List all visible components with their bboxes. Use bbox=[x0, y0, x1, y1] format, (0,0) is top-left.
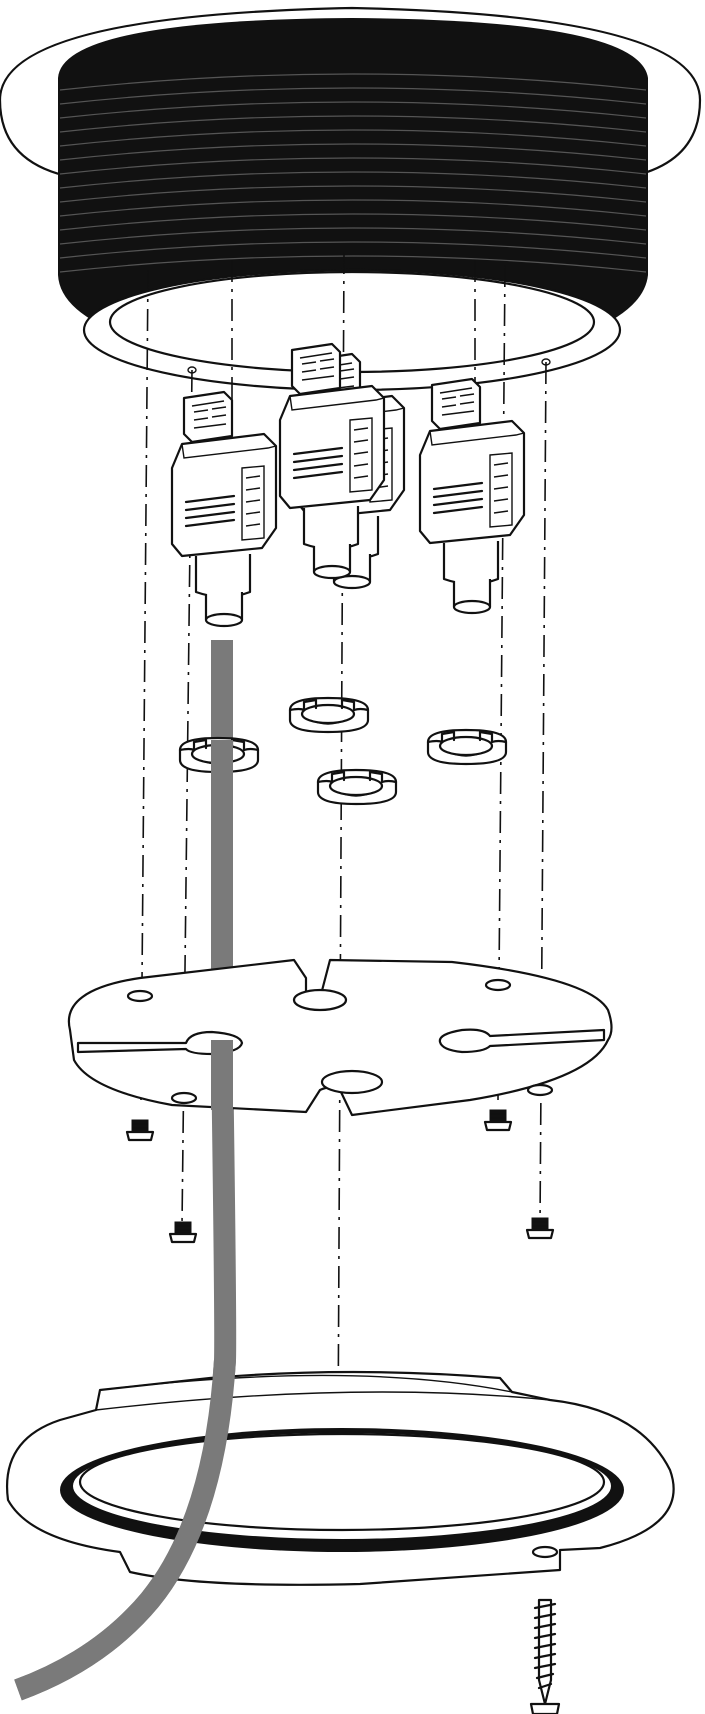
hdmi-connector bbox=[418, 377, 526, 615]
cable-clip bbox=[426, 728, 508, 766]
cable-clip bbox=[288, 696, 370, 734]
hdmi-connectors bbox=[170, 342, 526, 628]
trim-ring bbox=[6, 1370, 675, 1586]
machine-screw bbox=[168, 1220, 198, 1244]
cable-clip bbox=[316, 768, 398, 806]
mounting-plate bbox=[67, 958, 613, 1117]
wood-screw bbox=[529, 1598, 561, 1714]
machine-screw bbox=[125, 1118, 155, 1142]
machine-screw bbox=[525, 1216, 555, 1240]
machine-screw bbox=[483, 1108, 513, 1132]
threaded-housing bbox=[0, 6, 702, 392]
hdmi-connector bbox=[170, 390, 278, 628]
